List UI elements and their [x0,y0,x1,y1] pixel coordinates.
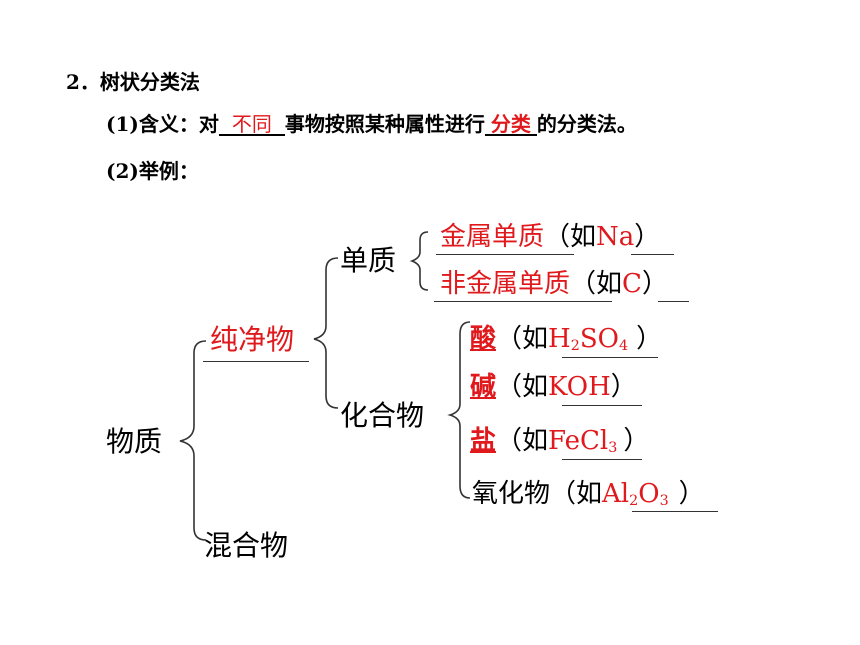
definition-line: (1)含义：对不同事物按照某种属性进行分类的分类法。 [106,114,637,136]
nonmetal-close: ） [641,269,668,299]
underline-h2so4 [562,357,658,358]
underline-metal [436,254,574,255]
base-close: ） [610,372,637,402]
blank-classify: 分类 [484,114,537,136]
compound-brace [447,321,471,499]
base-open: （如 [496,372,549,402]
section-number: 2． [66,70,100,94]
oxide-open: （如 [550,479,603,509]
underline-c [658,301,689,302]
salt-name: 盐 [470,426,497,456]
example-label: (2)举例： [106,159,199,183]
metal-name: 金属单质 [440,222,545,252]
leaf-salt: 盐（如FeCl3） [470,428,649,455]
node-mixture: 混合物 [204,529,289,562]
metal-example: Na [596,222,635,252]
nonmetal-open: （如 [570,269,623,299]
definition-middle: 事物按照某种属性进行 [284,112,485,136]
pure-brace [313,257,339,409]
metal-open: （如 [544,222,597,252]
underline-al2o3 [632,511,718,512]
underline-fecl3 [562,459,642,460]
root-brace [179,340,207,541]
underline-na [631,254,674,255]
definition-suffix: 的分类法。 [536,112,637,136]
oxide-name: 氧化物 [472,479,551,509]
salt-close: ） [623,426,650,456]
metal-close: ） [634,222,661,252]
oxide-example: Al2O3 [602,479,669,509]
acid-close: ） [636,324,663,354]
acid-open: （如 [496,324,549,354]
leaf-nonmetal: 非金属单质（如C） [440,271,668,297]
oxide-close: ） [678,479,705,509]
nonmetal-example: C [622,269,642,299]
node-substance: 物质 [106,425,163,458]
underline-koh [562,405,642,406]
nonmetal-name: 非金属单质 [440,269,571,299]
leaf-base: 碱（如KOH） [470,374,637,400]
definition-prefix: (1)含义：对 [106,112,219,136]
element-brace [409,231,429,291]
base-example: KOH [548,372,611,402]
acid-example: H2SO4 [548,324,629,354]
salt-open: （如 [496,426,549,456]
blank-different: 不同 [218,114,285,136]
node-element: 单质 [340,244,397,277]
acid-name: 酸 [470,324,497,354]
section-title: 树状分类法 [99,70,200,94]
node-pure-substance: 纯净物 [210,323,295,356]
section-heading: 2．树状分类法 [66,72,200,92]
leaf-acid: 酸（如H2SO4） [470,326,662,353]
underline-nonmetal [434,301,612,302]
underline-pure [203,361,309,362]
leaf-metal: 金属单质（如Na） [440,224,660,250]
base-name: 碱 [470,372,497,402]
node-compound: 化合物 [340,399,425,432]
leaf-oxide: 氧化物（如Al2O3 ） [472,481,705,508]
salt-example: FeCl3 [548,426,618,456]
